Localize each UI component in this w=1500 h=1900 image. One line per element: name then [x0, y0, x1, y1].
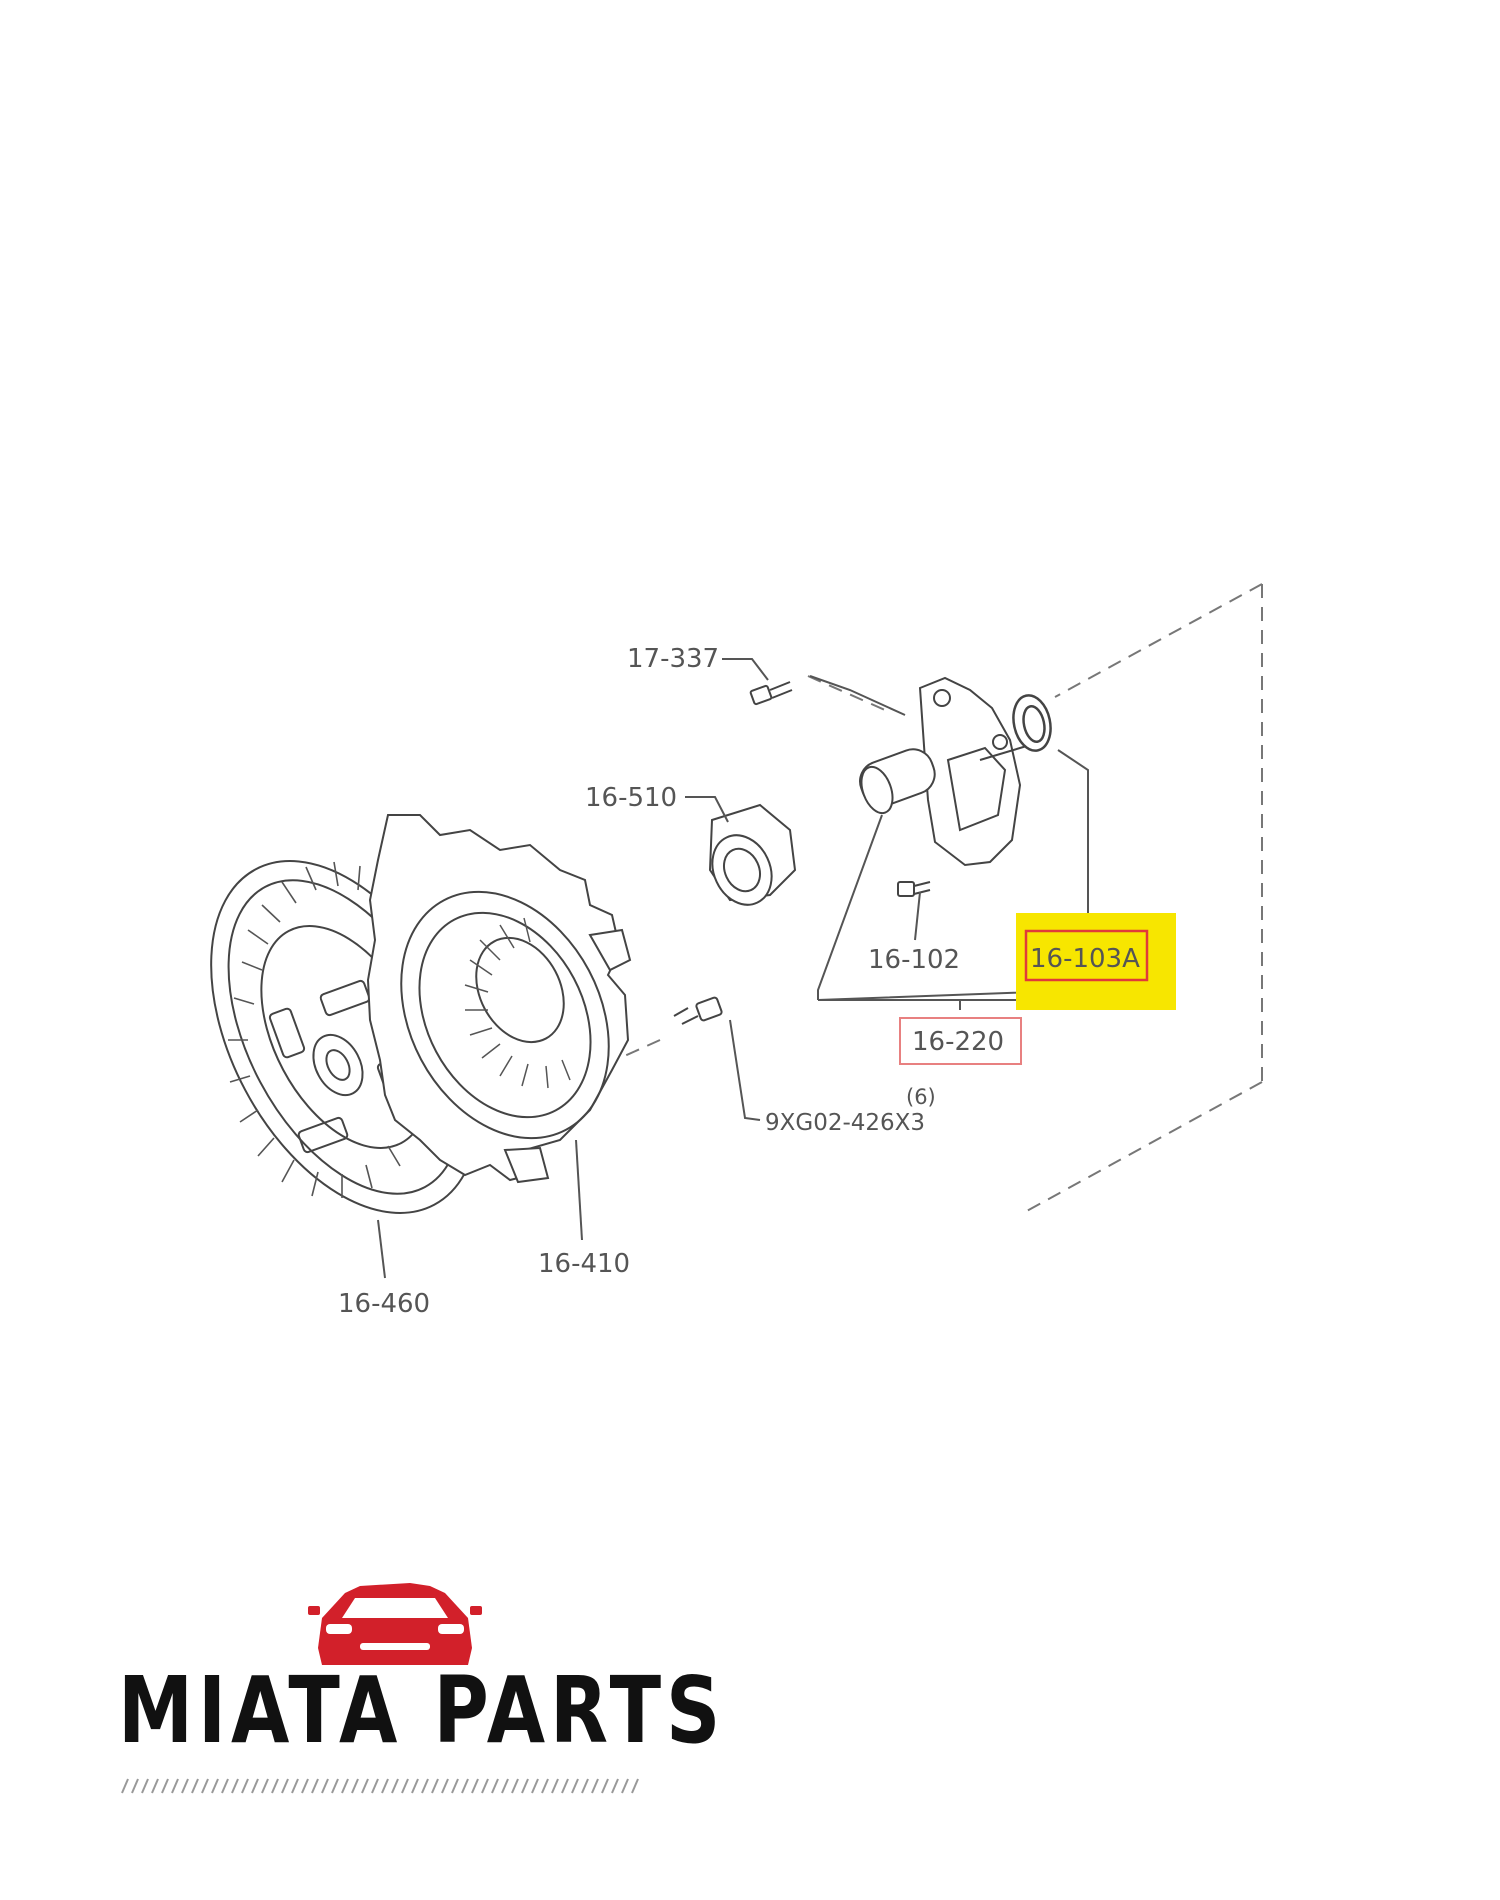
- part-box-16-103A: [1024, 929, 1149, 982]
- label-16-460: 16-460: [338, 1289, 430, 1319]
- label-16-103A: 16-103A: [1030, 944, 1140, 974]
- dashed-frame: [619, 583, 1263, 1213]
- label-9XG02-426X3: 9XG02-426X3: [765, 1110, 925, 1136]
- highlight-16-103A: [1016, 913, 1176, 1010]
- brand-underline: [121, 1778, 639, 1794]
- label-16-102: 16-102: [868, 945, 960, 975]
- label-17-337: 17-337: [627, 644, 719, 674]
- brand-name: MIATA PARTS: [118, 1657, 726, 1764]
- bolt-17-337: [749, 681, 793, 706]
- bolt-16-102: [897, 881, 931, 897]
- release-collar-assembly: [859, 676, 1031, 867]
- pressure-plate-bolt: [673, 996, 723, 1025]
- pressure-plate: [366, 814, 632, 1184]
- label-16-410: 16-410: [538, 1249, 630, 1279]
- release-bearing: [708, 803, 797, 906]
- label-qty: (6): [906, 1085, 936, 1109]
- oil-seal: [1012, 694, 1052, 752]
- brand-car-logo: [308, 1583, 482, 1665]
- label-16-510: 16-510: [585, 783, 677, 813]
- label-16-220: 16-220: [912, 1027, 1004, 1057]
- part-box-16-220: [899, 1017, 1022, 1065]
